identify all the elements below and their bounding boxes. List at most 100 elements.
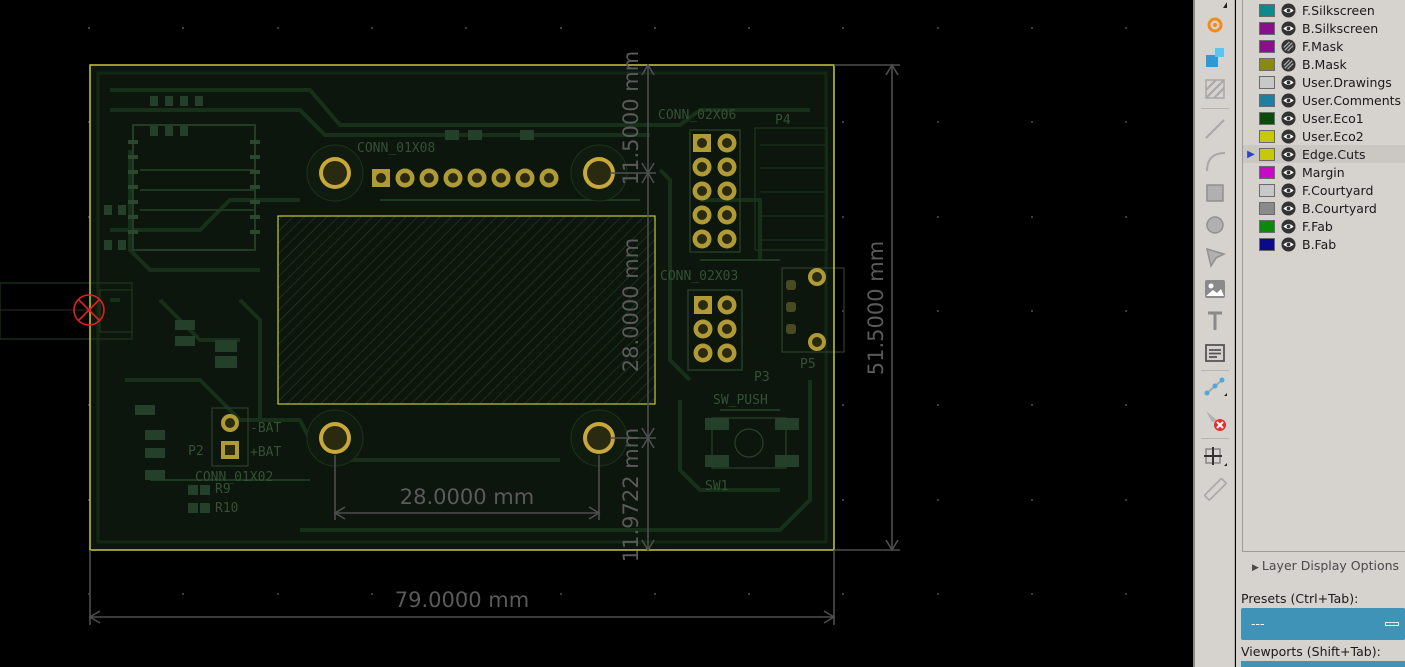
- grid-dot: [842, 121, 844, 123]
- eye-icon[interactable]: [1281, 92, 1296, 108]
- rectangle-icon[interactable]: [1199, 178, 1231, 208]
- grid-dot: [842, 27, 844, 29]
- layer-color-swatch[interactable]: [1259, 147, 1275, 161]
- layer-name: User.Drawings: [1302, 74, 1392, 90]
- layer-color-swatch[interactable]: [1259, 21, 1275, 35]
- layer-color-swatch[interactable]: [1259, 219, 1275, 233]
- anchor-icon[interactable]: [1199, 442, 1231, 472]
- eye-hatched-icon[interactable]: [1281, 56, 1296, 72]
- layer-row[interactable]: User.Eco2: [1243, 127, 1405, 145]
- grid-origin-marker: [73, 294, 105, 326]
- eye-icon[interactable]: [1281, 164, 1296, 180]
- layer-row[interactable]: B.Fab: [1243, 235, 1405, 253]
- eye-hatched-icon[interactable]: [1281, 38, 1296, 54]
- mounting-holes: [306, 144, 628, 467]
- polygon-icon[interactable]: [1199, 242, 1231, 272]
- grid-dot: [937, 27, 939, 29]
- layer-arrow-slot: [1243, 109, 1259, 127]
- dim-top-offset-label: 11.5000 mm: [619, 51, 643, 185]
- grid-dot: [1031, 310, 1033, 312]
- presets-dropdown[interactable]: ---: [1241, 608, 1405, 640]
- layer-row[interactable]: User.Eco1: [1243, 109, 1405, 127]
- layer-color-swatch[interactable]: [1259, 237, 1275, 251]
- layer-name: User.Comments: [1302, 92, 1402, 108]
- layer-color-swatch[interactable]: [1259, 75, 1275, 89]
- shapes-icon[interactable]: [1199, 42, 1231, 72]
- viewports-dropdown[interactable]: [1241, 661, 1405, 667]
- layer-row[interactable]: Margin: [1243, 163, 1405, 181]
- silkscreen-labels: CONN_02X06 P4 CONN_02X03 P3 P5 SW_PUSH S…: [188, 108, 816, 516]
- line-icon[interactable]: [1199, 114, 1231, 144]
- delete-icon[interactable]: [1199, 406, 1231, 436]
- layer-row[interactable]: ▶Edge.Cuts: [1243, 145, 1405, 163]
- textbox-icon[interactable]: [1199, 338, 1231, 368]
- grid-dot: [937, 310, 939, 312]
- toolbar-overflow[interactable]: [1199, 0, 1231, 10]
- layer-row[interactable]: B.Courtyard: [1243, 199, 1405, 217]
- layer-row[interactable]: B.Silkscreen: [1243, 19, 1405, 37]
- eye-icon[interactable]: [1281, 218, 1296, 234]
- grid-dot: [88, 499, 90, 501]
- image-icon[interactable]: [1199, 274, 1231, 304]
- pad-drill: [400, 173, 410, 183]
- layer-name: Margin: [1302, 164, 1345, 180]
- origin-icon[interactable]: [1199, 10, 1231, 40]
- smd-pads: [104, 96, 799, 513]
- layer-name: B.Mask: [1302, 56, 1347, 72]
- layer-color-swatch[interactable]: [1259, 201, 1275, 215]
- p4-pins: [760, 144, 825, 241]
- eye-icon[interactable]: [1281, 200, 1296, 216]
- layer-row[interactable]: F.Mask: [1243, 37, 1405, 55]
- layer-color-swatch[interactable]: [1259, 183, 1275, 197]
- arc-icon[interactable]: [1199, 146, 1231, 176]
- layer-name: F.Silkscreen: [1302, 2, 1375, 18]
- layer-row[interactable]: User.Comments: [1243, 91, 1405, 109]
- grid-dot: [842, 310, 844, 312]
- layer-row[interactable]: User.Drawings: [1243, 73, 1405, 91]
- ref-conn-2x6: CONN_02X06: [658, 108, 736, 123]
- layer-row[interactable]: F.Fab: [1243, 217, 1405, 235]
- active-layer-arrow-icon: ▶: [1247, 148, 1255, 160]
- grid-dot: [1125, 121, 1127, 123]
- layer-name: User.Eco1: [1302, 110, 1364, 126]
- layer-color-swatch[interactable]: [1259, 111, 1275, 125]
- eye-icon[interactable]: [1281, 110, 1296, 126]
- eye-icon[interactable]: [1281, 20, 1296, 36]
- pcb-canvas[interactable]: CONN_02X06 P4 CONN_02X03 P3 P5 SW_PUSH S…: [0, 0, 1193, 667]
- layer-arrow-slot: [1243, 1, 1259, 19]
- layer-color-swatch[interactable]: [1259, 165, 1275, 179]
- pad-drill: [722, 138, 732, 148]
- pad-drill: [520, 173, 530, 183]
- toolbar-separator: [1201, 370, 1229, 371]
- layer-arrow-slot: [1243, 19, 1259, 37]
- layer-row[interactable]: B.Mask: [1243, 55, 1405, 73]
- layer-row[interactable]: F.Silkscreen: [1243, 1, 1405, 19]
- copper-traces: [110, 88, 812, 532]
- grid-dot: [1125, 499, 1127, 501]
- eye-icon[interactable]: [1281, 2, 1296, 18]
- grid-dot: [937, 593, 939, 595]
- layer-color-swatch[interactable]: [1259, 57, 1275, 71]
- layer-row[interactable]: F.Courtyard: [1243, 181, 1405, 199]
- grid-dot: [654, 27, 656, 29]
- eye-icon[interactable]: [1281, 236, 1296, 252]
- circle-icon[interactable]: [1199, 210, 1231, 240]
- eye-icon[interactable]: [1281, 182, 1296, 198]
- layer-color-swatch[interactable]: [1259, 93, 1275, 107]
- eye-icon[interactable]: [1281, 74, 1296, 90]
- layer-color-swatch[interactable]: [1259, 129, 1275, 143]
- eye-icon[interactable]: [1281, 146, 1296, 162]
- panel-splitter[interactable]: [1193, 0, 1195, 667]
- layer-display-options-toggle[interactable]: ▶Layer Display Options: [1252, 558, 1399, 573]
- layer-color-swatch[interactable]: [1259, 39, 1275, 53]
- pad-drill: [697, 162, 707, 172]
- zone-icon[interactable]: [1199, 74, 1231, 104]
- eye-icon[interactable]: [1281, 128, 1296, 144]
- grid-dot: [1125, 593, 1127, 595]
- layer-color-swatch[interactable]: [1259, 3, 1275, 17]
- dimension-icon[interactable]: [1199, 372, 1231, 402]
- dim-display-h-label: 28.0000 mm: [619, 238, 643, 372]
- text-icon[interactable]: [1199, 306, 1231, 336]
- measure-icon[interactable]: [1199, 474, 1231, 504]
